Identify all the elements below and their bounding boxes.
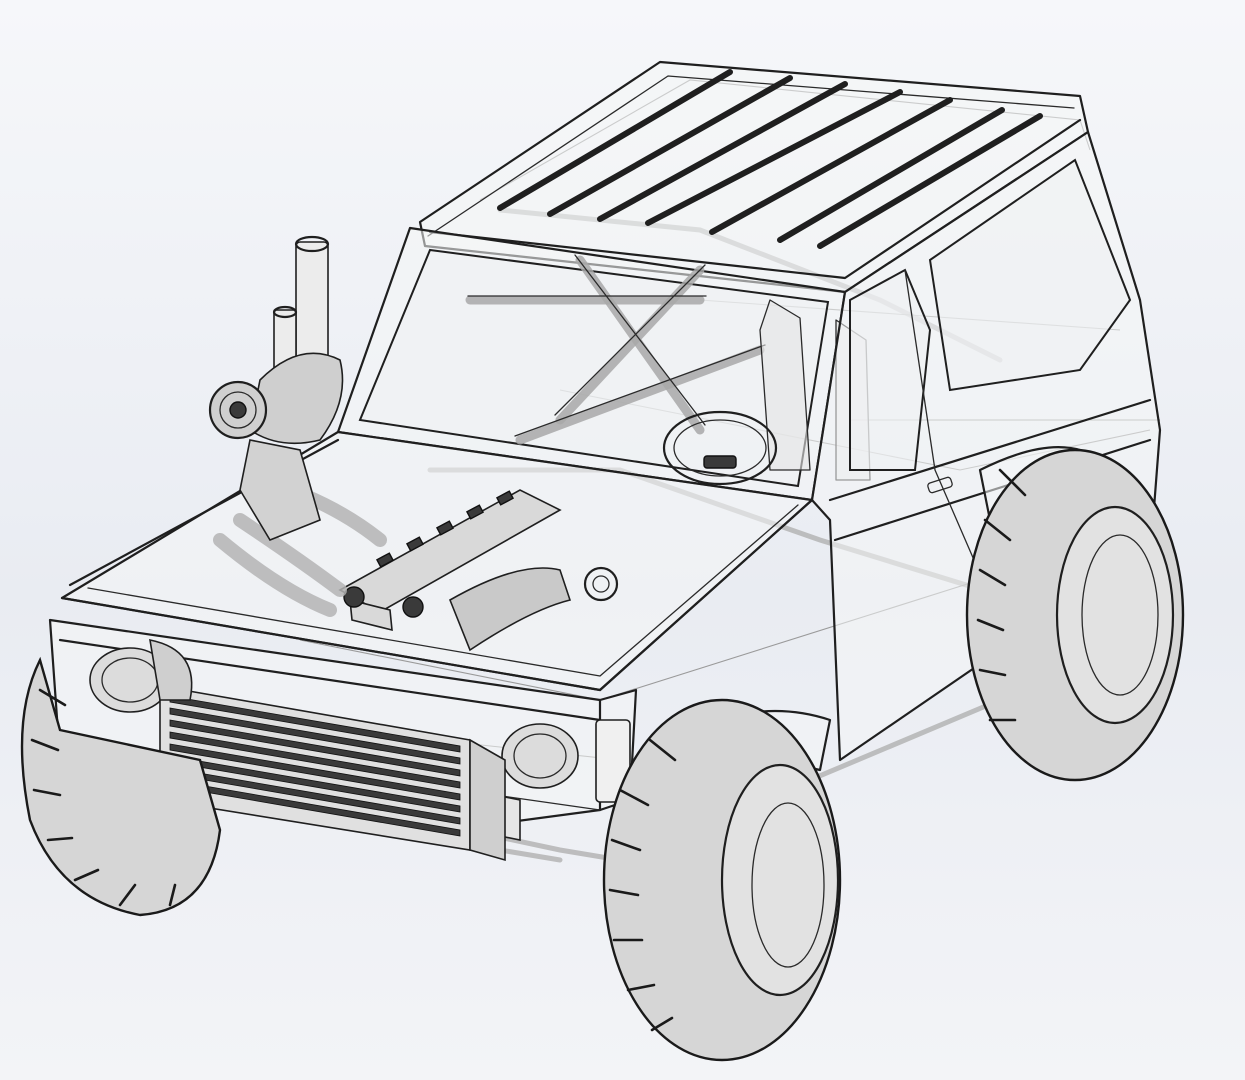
- windshield-icon: [336, 226, 847, 502]
- tire-rear: [965, 448, 1185, 782]
- roof-rack-rails-icon: [497, 69, 1043, 249]
- tire-front-left: [20, 656, 222, 917]
- steering-wheel-icon: [662, 410, 778, 486]
- headlights-icon: [89, 647, 631, 803]
- turbocharger-icon: [208, 352, 344, 541]
- roll-cage-icon: [465, 254, 766, 445]
- mud-terrain-tires-icon: [20, 448, 1185, 1062]
- tire-front-right: [602, 698, 842, 1062]
